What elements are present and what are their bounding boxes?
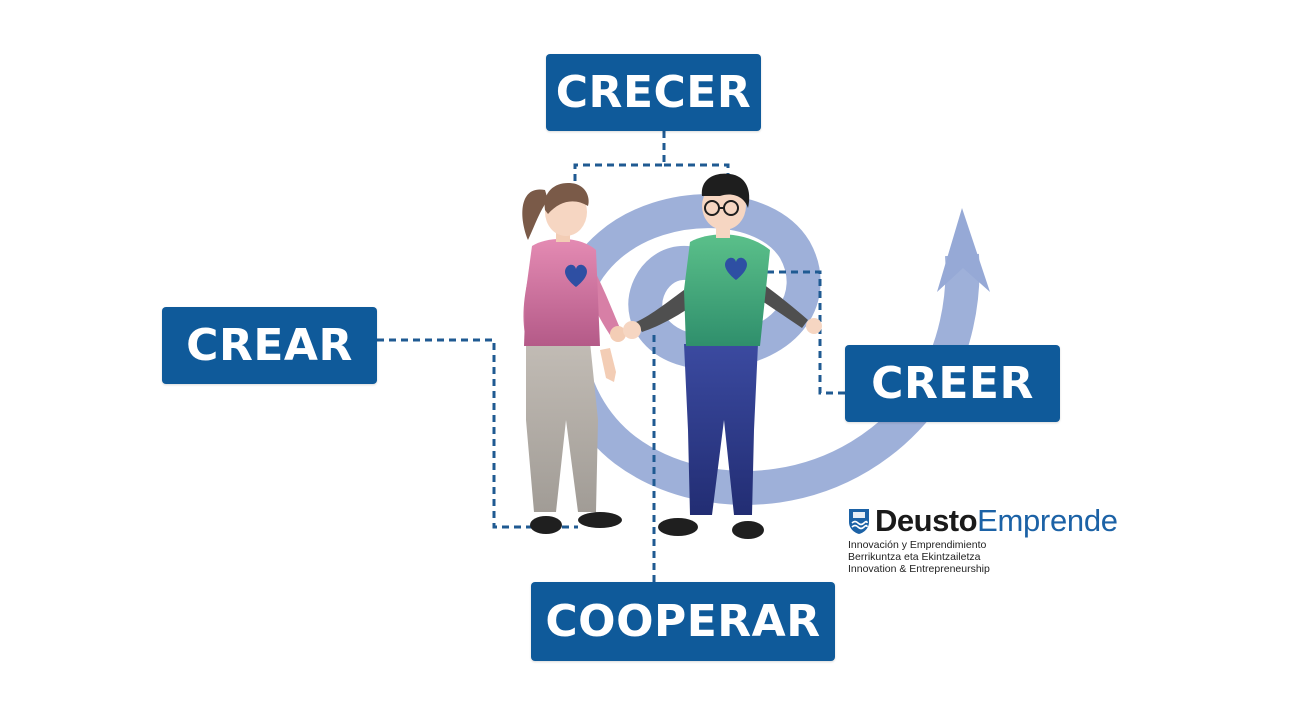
heart-icon [565, 264, 587, 287]
connector-crear [377, 338, 578, 529]
man-figure [623, 173, 822, 539]
logo-tagline-1: Innovación y Emprendimiento [848, 539, 987, 551]
logo-deusto: Deusto [875, 503, 978, 538]
logo-tagline-3: Innovation & Entrepreneurship [848, 563, 990, 575]
woman-figure [522, 183, 626, 534]
connector-crecer [573, 131, 730, 188]
university-shield-icon [849, 509, 869, 534]
logo-tagline-2: Berrikuntza eta Ekintzailetza [848, 551, 981, 563]
logo-emprende: Emprende [977, 503, 1118, 538]
label-crecer: CRECER [546, 54, 761, 131]
label-creer: CREER [845, 345, 1060, 422]
label-cooperar: COOPERAR [531, 582, 835, 661]
label-crear: CREAR [162, 307, 377, 384]
connector-lines [377, 131, 845, 582]
connector-creer [748, 270, 845, 395]
